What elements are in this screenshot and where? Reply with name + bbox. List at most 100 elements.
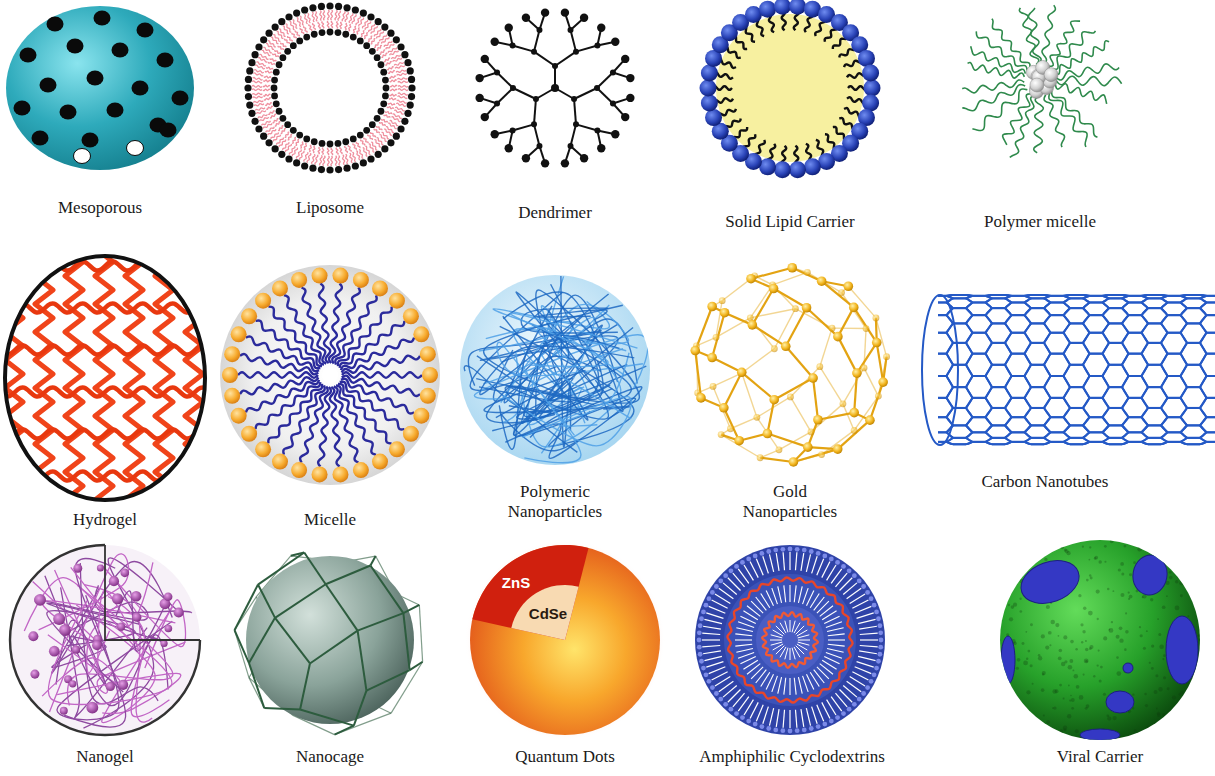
polymeric-nanoparticle (523, 361, 631, 463)
gold-nanoparticle (813, 378, 818, 420)
carbon-nanotube (1168, 314, 1181, 316)
carbon-nanotube (1122, 387, 1129, 398)
liposome (313, 146, 315, 153)
quantum-dot (465, 540, 665, 740)
carbon-nanotube (1168, 375, 1181, 377)
gold-nanoparticle (757, 417, 779, 450)
liposome (285, 39, 290, 44)
nanocage (370, 566, 403, 614)
polymeric-nanoparticle (497, 342, 643, 435)
dendrimer (497, 72, 513, 88)
carbon-nanotube (1025, 308, 1032, 315)
nanocage (358, 631, 367, 691)
carbon-nanotube (1012, 353, 1025, 355)
micelle (246, 380, 319, 413)
carbon-nanotube (1129, 314, 1142, 316)
quantum-dot (472, 545, 588, 640)
micelle (312, 268, 328, 284)
liposome (382, 93, 389, 100)
nanogel (117, 623, 125, 631)
micelle (284, 295, 324, 364)
liposome (346, 154, 348, 164)
carbon-nanotube (1181, 432, 1188, 438)
carbon-nanotube (973, 301, 986, 303)
carbon-nanotube (1187, 437, 1200, 439)
liposome (283, 26, 289, 34)
carbon-nanotube (1109, 443, 1122, 445)
carbon-nanotube (1064, 376, 1071, 387)
micelle (255, 441, 271, 457)
carbon-nanotube (1103, 365, 1110, 376)
carbon-nanotube (1103, 438, 1110, 442)
carbon-nanotube (1090, 353, 1103, 355)
dendrimer (561, 159, 569, 167)
carbon-nanotube (1181, 354, 1188, 365)
carbon-nanotube (1181, 302, 1188, 308)
dendrimer (475, 94, 483, 102)
carbon-nanotube (1142, 294, 1149, 297)
liposome (268, 111, 274, 115)
amphiphilic-cyclodextrin (855, 606, 872, 613)
carbon-nanotube (1064, 438, 1071, 442)
amphiphilic-cyclodextrin (729, 568, 734, 573)
carbon-nanotube (947, 376, 954, 387)
carbon-nanotube (1083, 387, 1090, 398)
carbon-nanotube (1025, 343, 1032, 354)
amphiphilic-cyclodextrin (803, 676, 809, 692)
liposome (353, 26, 356, 32)
carbon-nanotube (953, 342, 966, 344)
gold-nanoparticle (753, 414, 760, 421)
liposome (266, 106, 273, 109)
carbon-nanotube (1070, 297, 1083, 299)
carbon-nanotube (1109, 294, 1122, 296)
gold-nanoparticle (843, 368, 864, 404)
carbon-nanotube (966, 442, 973, 444)
gold-nanoparticle (833, 332, 843, 342)
gold-nanoparticle (838, 337, 857, 373)
carbon-nanotube (966, 343, 973, 354)
carbon-nanotube (1207, 314, 1215, 316)
carbon-nanotube (1064, 398, 1071, 408)
liposome (245, 76, 252, 83)
liposome (397, 73, 407, 75)
carbon-nanotube (1142, 432, 1149, 438)
carbon-nanotube (1181, 323, 1188, 332)
carbon-nanotube (1148, 297, 1161, 299)
carbon-nanotube (1187, 322, 1200, 324)
amphiphilic-cyclodextrin (865, 590, 870, 595)
carbon-nanotube (1012, 314, 1025, 316)
carbon-nanotube (1142, 408, 1149, 417)
carbon-nanotube (1025, 315, 1032, 323)
nanocage (300, 663, 310, 709)
carbon-nanotube (1012, 332, 1025, 334)
carbon-nanotube (1122, 308, 1129, 315)
carbon-nanotube (947, 365, 954, 376)
liposome (407, 67, 414, 74)
gold-nanoparticle (878, 377, 888, 387)
nanogel (105, 545, 200, 640)
liposome (271, 85, 278, 92)
liposome (260, 133, 267, 140)
carbon-nanotube (1031, 437, 1044, 439)
carbon-nanotube (992, 407, 1005, 409)
carbon-nanotube (1207, 295, 1215, 297)
liposome (273, 100, 280, 107)
carbon-nanotube (1148, 443, 1161, 445)
carbon-nanotube (966, 376, 973, 387)
amphiphilic-cyclodextrin (860, 639, 878, 640)
carbon-nanotube (938, 301, 947, 303)
dendrimer (513, 124, 534, 130)
amphiphilic-cyclodextrin (780, 728, 785, 733)
liposome (356, 142, 360, 148)
polymer-micelle (972, 89, 1027, 130)
liposome (390, 85, 397, 87)
carbon-nanotube (986, 294, 993, 297)
polymeric-nanoparticle (522, 424, 579, 458)
carbon-nanotube (1103, 417, 1110, 425)
carbon-nanotube (1142, 398, 1149, 408)
carbon-nanotube (1187, 342, 1200, 344)
carbon-nanotube (986, 298, 993, 302)
mesoporous-particle (172, 91, 189, 106)
liposome (361, 139, 365, 145)
dendrimer (576, 46, 597, 52)
